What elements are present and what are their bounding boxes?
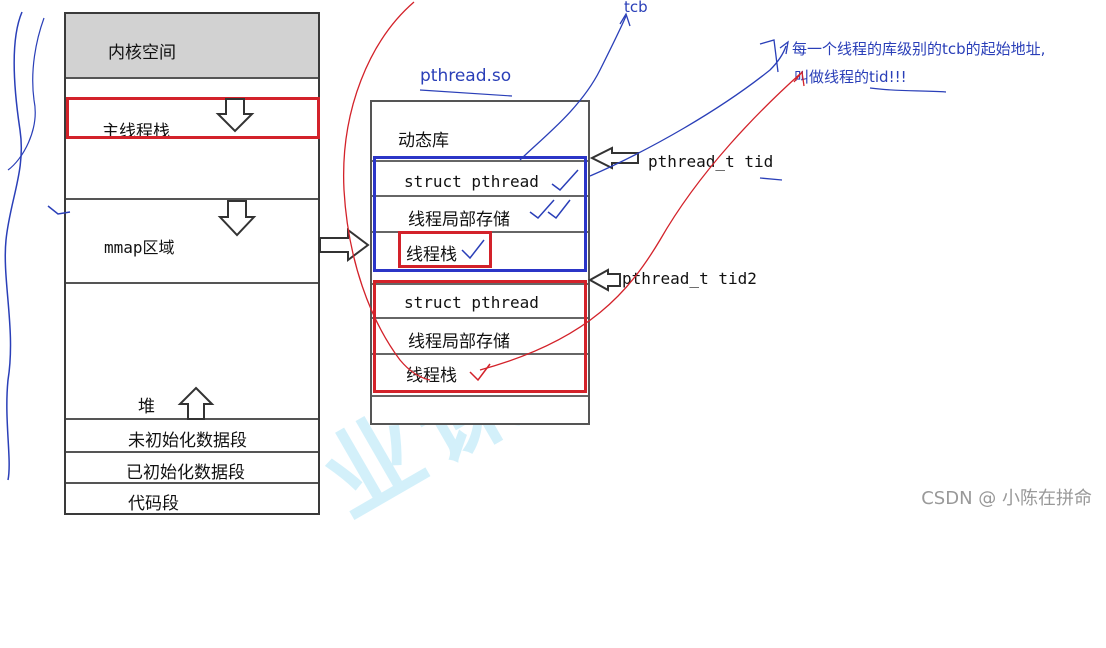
dynamic-library-block: 动态库 struct pthread 线程局部存储 线程栈 struct pth…	[370, 100, 590, 425]
mmap-label: mmap区域	[104, 238, 175, 257]
divider	[372, 353, 588, 355]
bss-label: 未初始化数据段	[128, 431, 247, 451]
library-header-label: 动态库	[398, 131, 449, 151]
divider	[372, 195, 588, 197]
pthread-so-underline	[419, 89, 513, 97]
divider	[372, 160, 588, 162]
tls-2: 线程局部存储	[408, 332, 510, 352]
thread-stack-1: 线程栈	[406, 245, 457, 265]
tid-underline	[759, 177, 783, 181]
data-segment-label: 已初始化数据段	[126, 463, 245, 483]
code-segment-label: 代码段	[128, 494, 179, 514]
gap-segment	[66, 144, 318, 200]
mmap-grow-down-arrow	[217, 200, 257, 237]
left-blue-bracket	[4, 11, 23, 481]
tcb-annotation: tcb	[624, 0, 648, 16]
thread-stack-2: 线程栈	[406, 366, 457, 386]
note-bracket	[759, 39, 779, 73]
divider	[372, 283, 588, 285]
heap-label: 堆	[138, 397, 155, 417]
tid-note-line2: 叫做线程的tid!!!	[794, 68, 907, 86]
stack-grow-down-arrow	[215, 98, 255, 133]
tid2-label: pthread_t tid2	[622, 269, 757, 288]
tid2-pointer-arrow	[587, 268, 621, 292]
thread1-tcb-highlight	[373, 156, 587, 272]
tcb-arrow-head	[619, 12, 631, 27]
red-curve-right	[479, 73, 801, 371]
data-segment: 已初始化数据段	[66, 453, 318, 484]
divider	[372, 317, 588, 319]
tid-note-line1: 每一个线程的库级别的tcb的起始地址,	[792, 40, 1046, 58]
struct-pthread-2: struct pthread	[404, 293, 539, 312]
tid1-label: pthread_t tid	[648, 152, 774, 171]
note-arrow-head	[779, 40, 789, 55]
red-arrow-head	[793, 70, 805, 87]
thread2-tcb-highlight	[373, 280, 587, 393]
code-segment: 代码段	[66, 484, 318, 514]
left-blue-bracket-top	[7, 17, 45, 171]
tls-1: 线程局部存储	[408, 210, 510, 230]
kernel-space-segment: 内核空间	[66, 14, 318, 79]
struct-pthread-1: struct pthread	[404, 172, 539, 191]
main-stack-highlight	[66, 97, 320, 139]
check-mark-stack	[461, 239, 485, 260]
heap-grow-up-arrow	[177, 386, 215, 420]
thread1-stack-highlight	[398, 231, 492, 268]
mmap-to-library-arrow	[319, 228, 370, 262]
bss-segment: 未初始化数据段	[66, 420, 318, 453]
note-underline	[869, 87, 947, 93]
check-mark-struct	[551, 169, 579, 192]
tid-to-note-line	[589, 45, 787, 177]
mmap-blue-tick	[47, 205, 71, 215]
tid1-pointer-arrow	[589, 146, 639, 170]
csdn-footer: CSDN @ 小陈在拼命	[921, 488, 1092, 509]
kernel-space-label: 内核空间	[108, 43, 176, 63]
diagram-arrows-overlay	[4, 1, 947, 481]
tcb-pointer-curve	[519, 15, 627, 161]
process-memory-layout: 内核空间 主线程栈 mmap区域 堆 未初始化数据段 已初始化数据段 代码段	[64, 12, 320, 515]
check-mark-tls	[529, 199, 571, 220]
mmap-segment: mmap区域	[66, 200, 318, 284]
red-check-mark	[469, 363, 491, 382]
divider	[372, 395, 588, 397]
red-curve-left	[342, 1, 431, 381]
library-file-label: pthread.so	[420, 66, 512, 86]
